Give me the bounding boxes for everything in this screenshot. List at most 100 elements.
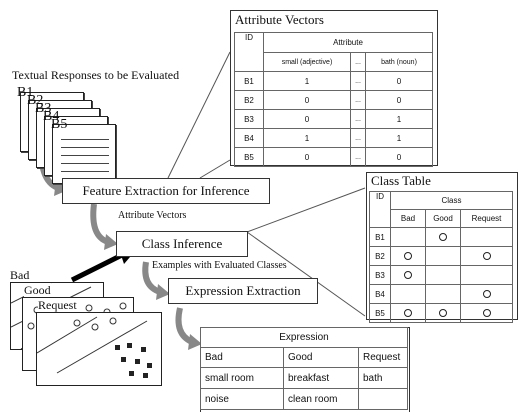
attribute-group-header: Attribute	[263, 32, 433, 53]
class-card-label-request: Request	[38, 298, 77, 313]
class-id-header: ID	[369, 191, 391, 228]
circle-mark-icon	[439, 309, 447, 317]
response-card-b5: B5	[51, 117, 116, 184]
circle-mark-icon	[482, 309, 491, 317]
circle-mark-icon	[404, 252, 412, 260]
response-card-label: B2	[27, 93, 44, 108]
request-card-pattern	[37, 316, 152, 378]
circle-mark-icon	[404, 309, 412, 317]
attribute-col-bath: bath (noun)	[365, 52, 433, 72]
cell-value: 0	[263, 90, 351, 110]
class-mark-cell	[425, 246, 461, 266]
row-id: B2	[234, 90, 264, 110]
cell-value: 0	[365, 71, 433, 91]
class-mark-cell	[390, 265, 426, 285]
cell-value: 1	[263, 128, 351, 148]
response-card-label: B5	[51, 117, 68, 132]
table-row: B1 1 ... 0	[234, 71, 433, 91]
flow-arrowhead-4	[188, 334, 202, 350]
class-col-good: Good	[425, 209, 461, 228]
cell-ellipsis: ...	[350, 109, 366, 129]
expression-col-request: Request	[358, 347, 408, 368]
table-row: B5 0 ... 0	[234, 147, 433, 167]
expression-cell: breakfast	[283, 367, 359, 389]
expression-cell: noise	[200, 388, 284, 410]
table-row: B2 0 ... 0	[234, 90, 433, 110]
cell-value: 1	[365, 109, 433, 129]
row-id: B3	[234, 109, 264, 129]
attr-connector-line-2	[199, 159, 231, 179]
class-table-panel: Class Table ID Class Bad Good Request B1…	[366, 172, 518, 323]
table-row: noise clean room	[200, 388, 408, 410]
table-row: B1	[369, 227, 513, 247]
textual-responses-title: Textual Responses to be Evaluated	[12, 68, 180, 82]
attribute-vectors-label: Attribute Vectors	[118, 210, 187, 221]
table-row: B3 0 ... 1	[234, 109, 433, 129]
class-inference-box: Class Inference	[116, 231, 248, 257]
expression-cell	[358, 388, 408, 410]
row-id: B5	[369, 303, 391, 323]
expression-col-good: Good	[283, 347, 359, 368]
class-card-label-good: Good	[24, 283, 51, 298]
cell-ellipsis: ...	[350, 128, 366, 148]
attribute-vectors-panel: Attribute Vectors ID Attribute small (ad…	[230, 10, 438, 167]
class-connector-line-1	[246, 187, 366, 233]
class-mark-cell	[390, 227, 426, 247]
cell-ellipsis: ...	[350, 147, 366, 167]
class-mark-cell	[390, 284, 426, 304]
cell-value: 0	[263, 109, 351, 129]
expression-cell: small room	[200, 367, 284, 389]
response-card-label: B3	[35, 101, 52, 116]
class-group-header: Class	[390, 191, 513, 210]
expression-table: Expression Bad Good Request small room b…	[200, 327, 408, 410]
response-card-label: B4	[43, 109, 60, 124]
attribute-id-header: ID	[234, 32, 264, 72]
examples-label: Examples with Evaluated Classes	[152, 260, 287, 271]
class-mark-cell	[390, 303, 426, 323]
class-cards-arrow	[70, 251, 126, 283]
flow-arrowhead-2	[104, 234, 118, 250]
cell-value: 1	[365, 128, 433, 148]
attribute-col-ellipsis: ...	[350, 52, 366, 72]
class-table-title: Class Table	[371, 173, 431, 188]
row-id: B4	[234, 128, 264, 148]
table-row: B4	[369, 284, 513, 304]
attr-connector-line-1	[167, 51, 231, 179]
table-row: B4 1 ... 1	[234, 128, 433, 148]
class-card-label-bad: Bad	[10, 268, 30, 282]
cell-value: 0	[365, 147, 433, 167]
table-row: B3	[369, 265, 513, 285]
class-mark-cell	[425, 227, 461, 247]
table-row: B5	[369, 303, 513, 323]
class-col-request: Request	[460, 209, 513, 228]
feature-extraction-box: Feature Extraction for Inference	[62, 178, 270, 204]
circle-mark-icon	[439, 233, 447, 241]
circle-mark-icon	[482, 252, 491, 260]
expression-table-title: Expression	[200, 327, 408, 348]
class-mark-cell	[425, 303, 461, 323]
cell-value: 0	[365, 90, 433, 110]
table-row: B2	[369, 246, 513, 266]
row-id: B1	[369, 227, 391, 247]
class-mark-cell	[460, 246, 513, 266]
expression-cell: clean room	[283, 388, 359, 410]
flow-arrowhead-1	[54, 180, 68, 196]
expression-extraction-box: Expression Extraction	[168, 278, 318, 304]
cell-ellipsis: ...	[350, 71, 366, 91]
expression-cell: bath	[358, 367, 408, 389]
expression-table-panel: Expression Bad Good Request small room b…	[200, 327, 410, 412]
attribute-table-title: Attribute Vectors	[235, 12, 324, 27]
circle-mark-icon	[404, 271, 412, 279]
class-mark-cell	[460, 265, 513, 285]
row-id: B2	[369, 246, 391, 266]
row-id: B1	[234, 71, 264, 91]
class-card-request	[36, 312, 162, 386]
cell-value: 1	[263, 71, 351, 91]
attribute-col-small: small (adjective)	[263, 52, 351, 72]
class-mark-cell	[425, 265, 461, 285]
table-row: small room breakfast bath	[200, 367, 408, 389]
response-card-label: B1	[17, 85, 34, 100]
row-id: B3	[369, 265, 391, 285]
